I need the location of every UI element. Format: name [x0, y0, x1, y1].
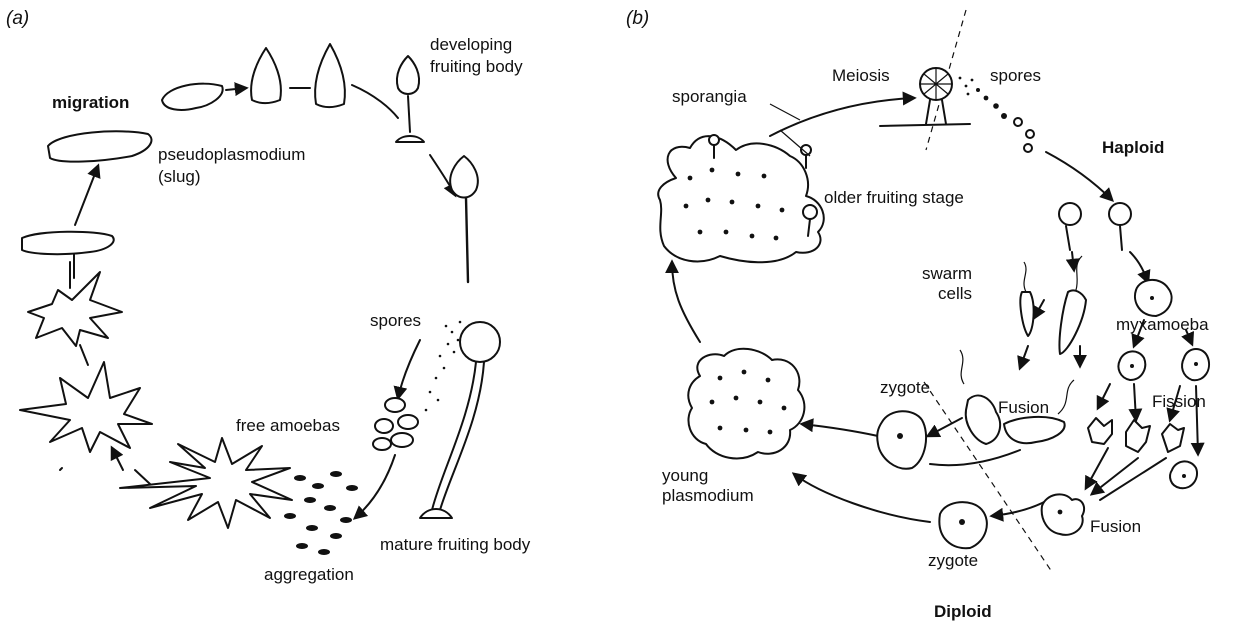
- fusing-swarm-cells: [960, 350, 1074, 444]
- aggregation-streams: [284, 471, 358, 555]
- mature-fruiting-body-shape: [420, 322, 500, 518]
- label-cells: cells: [938, 284, 972, 303]
- fission-amoebae: [1086, 418, 1197, 500]
- panel-a-dictyostelium-cycle: (a): [6, 8, 500, 555]
- label-slug: (slug): [158, 167, 201, 186]
- culmination-stage: [450, 156, 478, 282]
- spores-trail: [959, 77, 1034, 152]
- label-myxamoeba: myxamoeba: [1116, 315, 1209, 334]
- older-fruiting-plasmodium: [658, 135, 824, 262]
- label-zygote-lower: zygote: [928, 551, 978, 570]
- germinating-spores: [1059, 203, 1148, 282]
- sporangium-meiosis-shape: [880, 68, 970, 126]
- label-free-amoebas: free amoebas: [236, 416, 340, 435]
- young-plasmodium-shape: [688, 349, 804, 459]
- migration-shape: [162, 84, 223, 110]
- label-developing: developing: [430, 35, 512, 54]
- culminant-2: [315, 44, 345, 107]
- label-aggregation: aggregation: [264, 565, 354, 584]
- myxamoeba-shapes: [1098, 280, 1209, 454]
- label-pseudoplasmodium: pseudoplasmodium: [158, 145, 305, 164]
- label-haploid: Haploid: [1102, 138, 1164, 157]
- panel-b-tag: (b): [626, 8, 649, 29]
- label-diploid: Diploid: [934, 602, 992, 621]
- aggregate-mound: [20, 362, 152, 452]
- label-fission: Fission: [1152, 392, 1206, 411]
- slug-shape: [48, 131, 151, 161]
- label-fusion-upper: Fusion: [998, 398, 1049, 417]
- label-meiosis: Meiosis: [832, 66, 890, 85]
- label-spores-a: spores: [370, 311, 421, 330]
- label-fusion-lower: Fusion: [1090, 517, 1141, 536]
- culminant-1: [251, 48, 281, 103]
- zygote-lower-shape: [939, 502, 987, 548]
- myxamoeba-fusion-shape: [1042, 494, 1084, 535]
- panel-a-tag: (a): [6, 8, 29, 29]
- tipped-aggregate: [28, 272, 122, 346]
- spore-cloud: [425, 321, 462, 412]
- label-spores-b: spores: [990, 66, 1041, 85]
- migrating-slug-shape: [22, 232, 114, 254]
- label-plasmodium: plasmodium: [662, 486, 754, 505]
- label-swarm: swarm: [922, 264, 972, 283]
- label-fruiting-body: fruiting body: [430, 57, 523, 76]
- label-zygote-upper: zygote: [880, 378, 930, 397]
- label-young: young: [662, 466, 708, 485]
- free-amoebas-shapes: [373, 398, 418, 450]
- label-sporangia: sporangia: [672, 87, 747, 106]
- label-older-fruiting-stage: older fruiting stage: [824, 188, 964, 207]
- developing-fruiting-body: [396, 56, 424, 142]
- label-mature-fruiting-body: mature fruiting body: [380, 535, 531, 554]
- swarm-cell-shapes: [1020, 256, 1086, 368]
- label-migration: migration: [52, 93, 129, 112]
- aggregation-center: [120, 438, 292, 528]
